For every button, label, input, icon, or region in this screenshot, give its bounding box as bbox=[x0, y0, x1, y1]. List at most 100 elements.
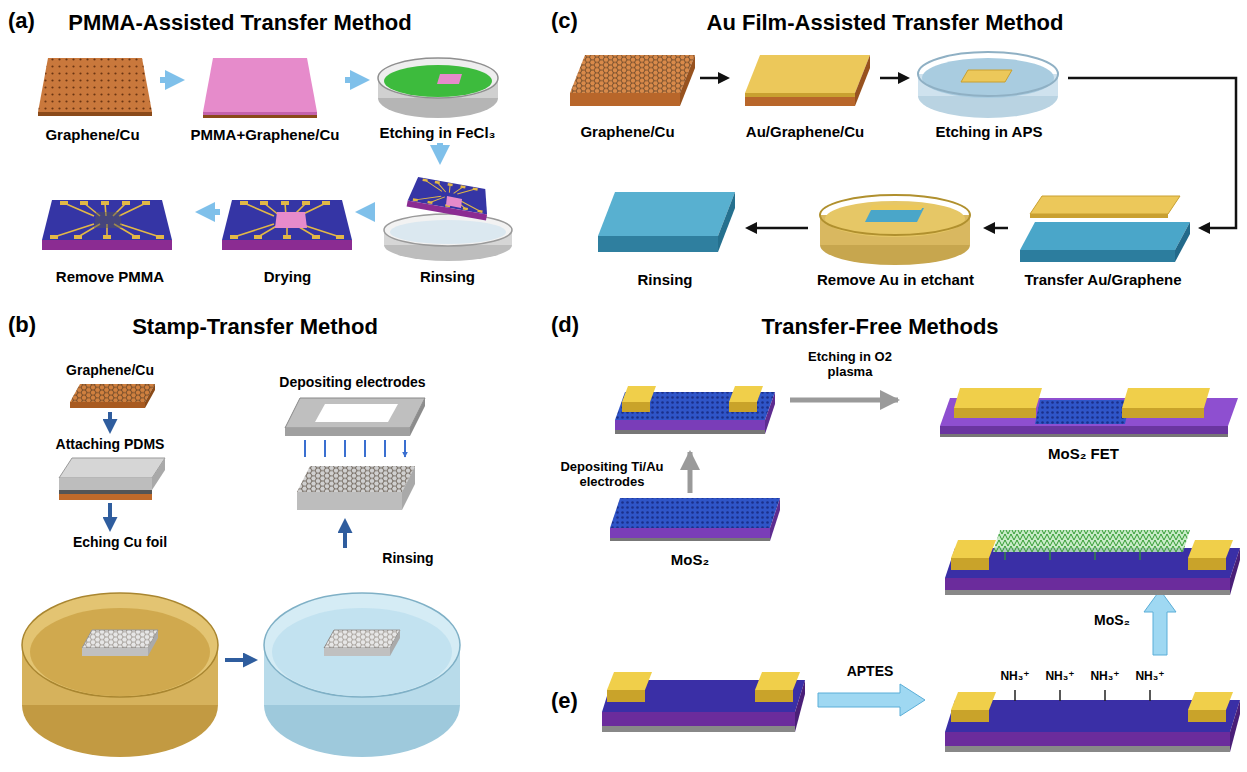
etchant-dish bbox=[22, 593, 218, 757]
mos2-film bbox=[610, 528, 770, 538]
panel-title: Au Film-Assisted Transfer Method bbox=[707, 10, 1064, 35]
process-arrow bbox=[108, 412, 112, 424]
rinsing-dish bbox=[390, 220, 506, 244]
aps-dish bbox=[918, 52, 1058, 96]
step-label: Etching in APS bbox=[936, 123, 1043, 140]
mos2-on-substrate bbox=[1188, 540, 1233, 558]
water-dish bbox=[272, 608, 452, 696]
step-label: Transfer Au/Graphene bbox=[1025, 271, 1182, 288]
etchant-dish bbox=[30, 608, 210, 696]
process-arrow bbox=[818, 590, 1176, 716]
aptes-substrate bbox=[945, 690, 1240, 752]
pdms-stamp bbox=[59, 458, 165, 500]
mos2-on-substrate bbox=[945, 590, 1230, 595]
pmma-coated-foil bbox=[203, 58, 317, 118]
panel-letter: (a) bbox=[8, 8, 35, 33]
pmma-coated-foil bbox=[203, 58, 317, 112]
copper-foil bbox=[70, 384, 155, 408]
etchant-dish bbox=[148, 630, 158, 656]
electrode-substrate bbox=[602, 726, 795, 732]
panel-letter: (c) bbox=[551, 8, 578, 33]
graphene-on-copper bbox=[570, 55, 695, 93]
step-label: PMMA+Graphene/Cu bbox=[191, 126, 340, 143]
mos2-film bbox=[610, 538, 770, 541]
mos2-with-electrodes bbox=[615, 420, 765, 430]
gold-coated-foil bbox=[855, 55, 870, 106]
rinsing-dish bbox=[446, 196, 462, 208]
step-box: Graphene/Cu bbox=[55, 360, 165, 412]
graphene-on-copper bbox=[680, 55, 695, 106]
device-substrate bbox=[42, 200, 172, 250]
electrode-substrate bbox=[602, 712, 795, 726]
mos2-on-substrate bbox=[1005, 552, 1140, 560]
shadow-mask bbox=[402, 466, 415, 510]
shadow-mask bbox=[285, 398, 425, 428]
step-box: Remove Au in etchant bbox=[808, 170, 983, 290]
electrode-substrate bbox=[607, 672, 652, 690]
arrow-label: Depositing Ti/Au electrodes bbox=[550, 460, 674, 490]
process-arrow bbox=[818, 684, 925, 716]
mos2-with-electrodes bbox=[615, 430, 765, 434]
process-arrow bbox=[688, 452, 693, 493]
step-box: Au/Graphene/Cu bbox=[730, 45, 880, 142]
gold-etchant-dish bbox=[869, 205, 924, 210]
shadow-mask bbox=[315, 404, 398, 422]
graphene-on-copper bbox=[570, 93, 680, 106]
electrode-substrate bbox=[755, 690, 793, 702]
transferred-graphene bbox=[598, 236, 718, 252]
aps-dish bbox=[918, 52, 1058, 118]
step-label: Graphene/Cu bbox=[66, 362, 154, 378]
pdms-stamp bbox=[59, 478, 152, 490]
chemical-group: NH₃⁺ bbox=[1135, 670, 1164, 684]
step-label: Rinsing bbox=[382, 550, 433, 566]
target-substrate bbox=[1175, 222, 1190, 262]
water-dish bbox=[264, 593, 460, 757]
arrow-label: MoS₂ bbox=[1094, 612, 1130, 628]
mos2-fet bbox=[940, 434, 1228, 437]
mos2-with-electrodes bbox=[729, 386, 763, 402]
water-dish bbox=[390, 630, 400, 656]
copper-foil bbox=[70, 384, 155, 402]
step-box: Remove PMMA bbox=[25, 165, 195, 287]
arrow-label: APTES bbox=[847, 663, 894, 679]
step-label: MoS₂ bbox=[671, 551, 709, 568]
aptes-substrate bbox=[951, 692, 996, 710]
mos2-on-substrate bbox=[1230, 548, 1240, 595]
step-box: Rinsing bbox=[375, 165, 520, 287]
mos2-film bbox=[770, 498, 780, 541]
pmma-coated-foil bbox=[203, 115, 317, 118]
panel-letter: (d) bbox=[551, 312, 579, 337]
graphene-on-copper bbox=[570, 55, 695, 106]
mos2-on-substrate bbox=[951, 540, 996, 558]
step-label: Attaching PDMS bbox=[56, 436, 165, 452]
device-substrate bbox=[222, 200, 352, 250]
mos2-with-electrodes bbox=[622, 402, 650, 412]
pdms-stamp bbox=[152, 458, 165, 490]
process-arrow bbox=[343, 529, 347, 549]
rinsing-dish bbox=[384, 176, 512, 261]
etchant-dish bbox=[82, 630, 158, 648]
device-substrate bbox=[222, 200, 352, 250]
step-box: Rinsing bbox=[258, 548, 468, 768]
fecl3-dish bbox=[378, 58, 498, 98]
etchant-dish bbox=[22, 593, 218, 697]
target-substrate bbox=[1020, 196, 1190, 262]
arrow-label: Etching in O2 plasma bbox=[800, 350, 900, 380]
step-label: Remove Au in etchant bbox=[817, 271, 974, 288]
step-label: Depositing electrodes bbox=[279, 374, 425, 390]
panel-letter: (e) bbox=[551, 688, 578, 713]
shadow-mask bbox=[297, 466, 415, 492]
target-substrate bbox=[1020, 222, 1190, 250]
mos2-with-electrodes bbox=[765, 392, 775, 434]
electrode-substrate bbox=[755, 672, 800, 690]
aps-dish bbox=[961, 70, 1012, 82]
pdms-stamp bbox=[59, 494, 152, 500]
step-label: Eching Cu foil bbox=[73, 534, 167, 550]
process-arrow bbox=[700, 77, 722, 80]
shadow-mask bbox=[410, 398, 425, 436]
step-label: MoS₂ FET bbox=[1048, 445, 1119, 462]
target-substrate bbox=[1030, 196, 1180, 214]
aptes-substrate bbox=[1015, 690, 1150, 701]
